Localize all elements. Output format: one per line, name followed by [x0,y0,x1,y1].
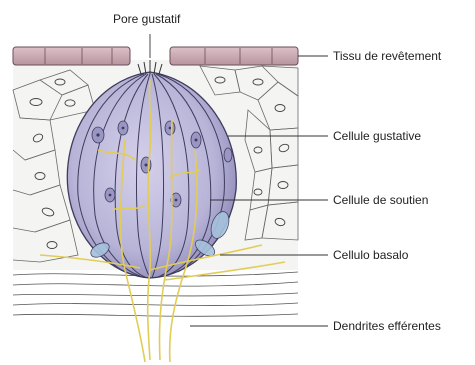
dendrites-label: Dendrites efférentes [333,319,441,333]
basal-cell-label: Cellulo basalo [333,248,408,262]
connective-tissue [13,272,298,316]
support-cell-label: Cellule de soutien [333,193,428,207]
pore-label: Pore gustatif [113,12,180,26]
gustatory-cell-label: Cellule gustative [333,129,421,143]
tissue-label: Tissu de revêtement [333,49,441,63]
